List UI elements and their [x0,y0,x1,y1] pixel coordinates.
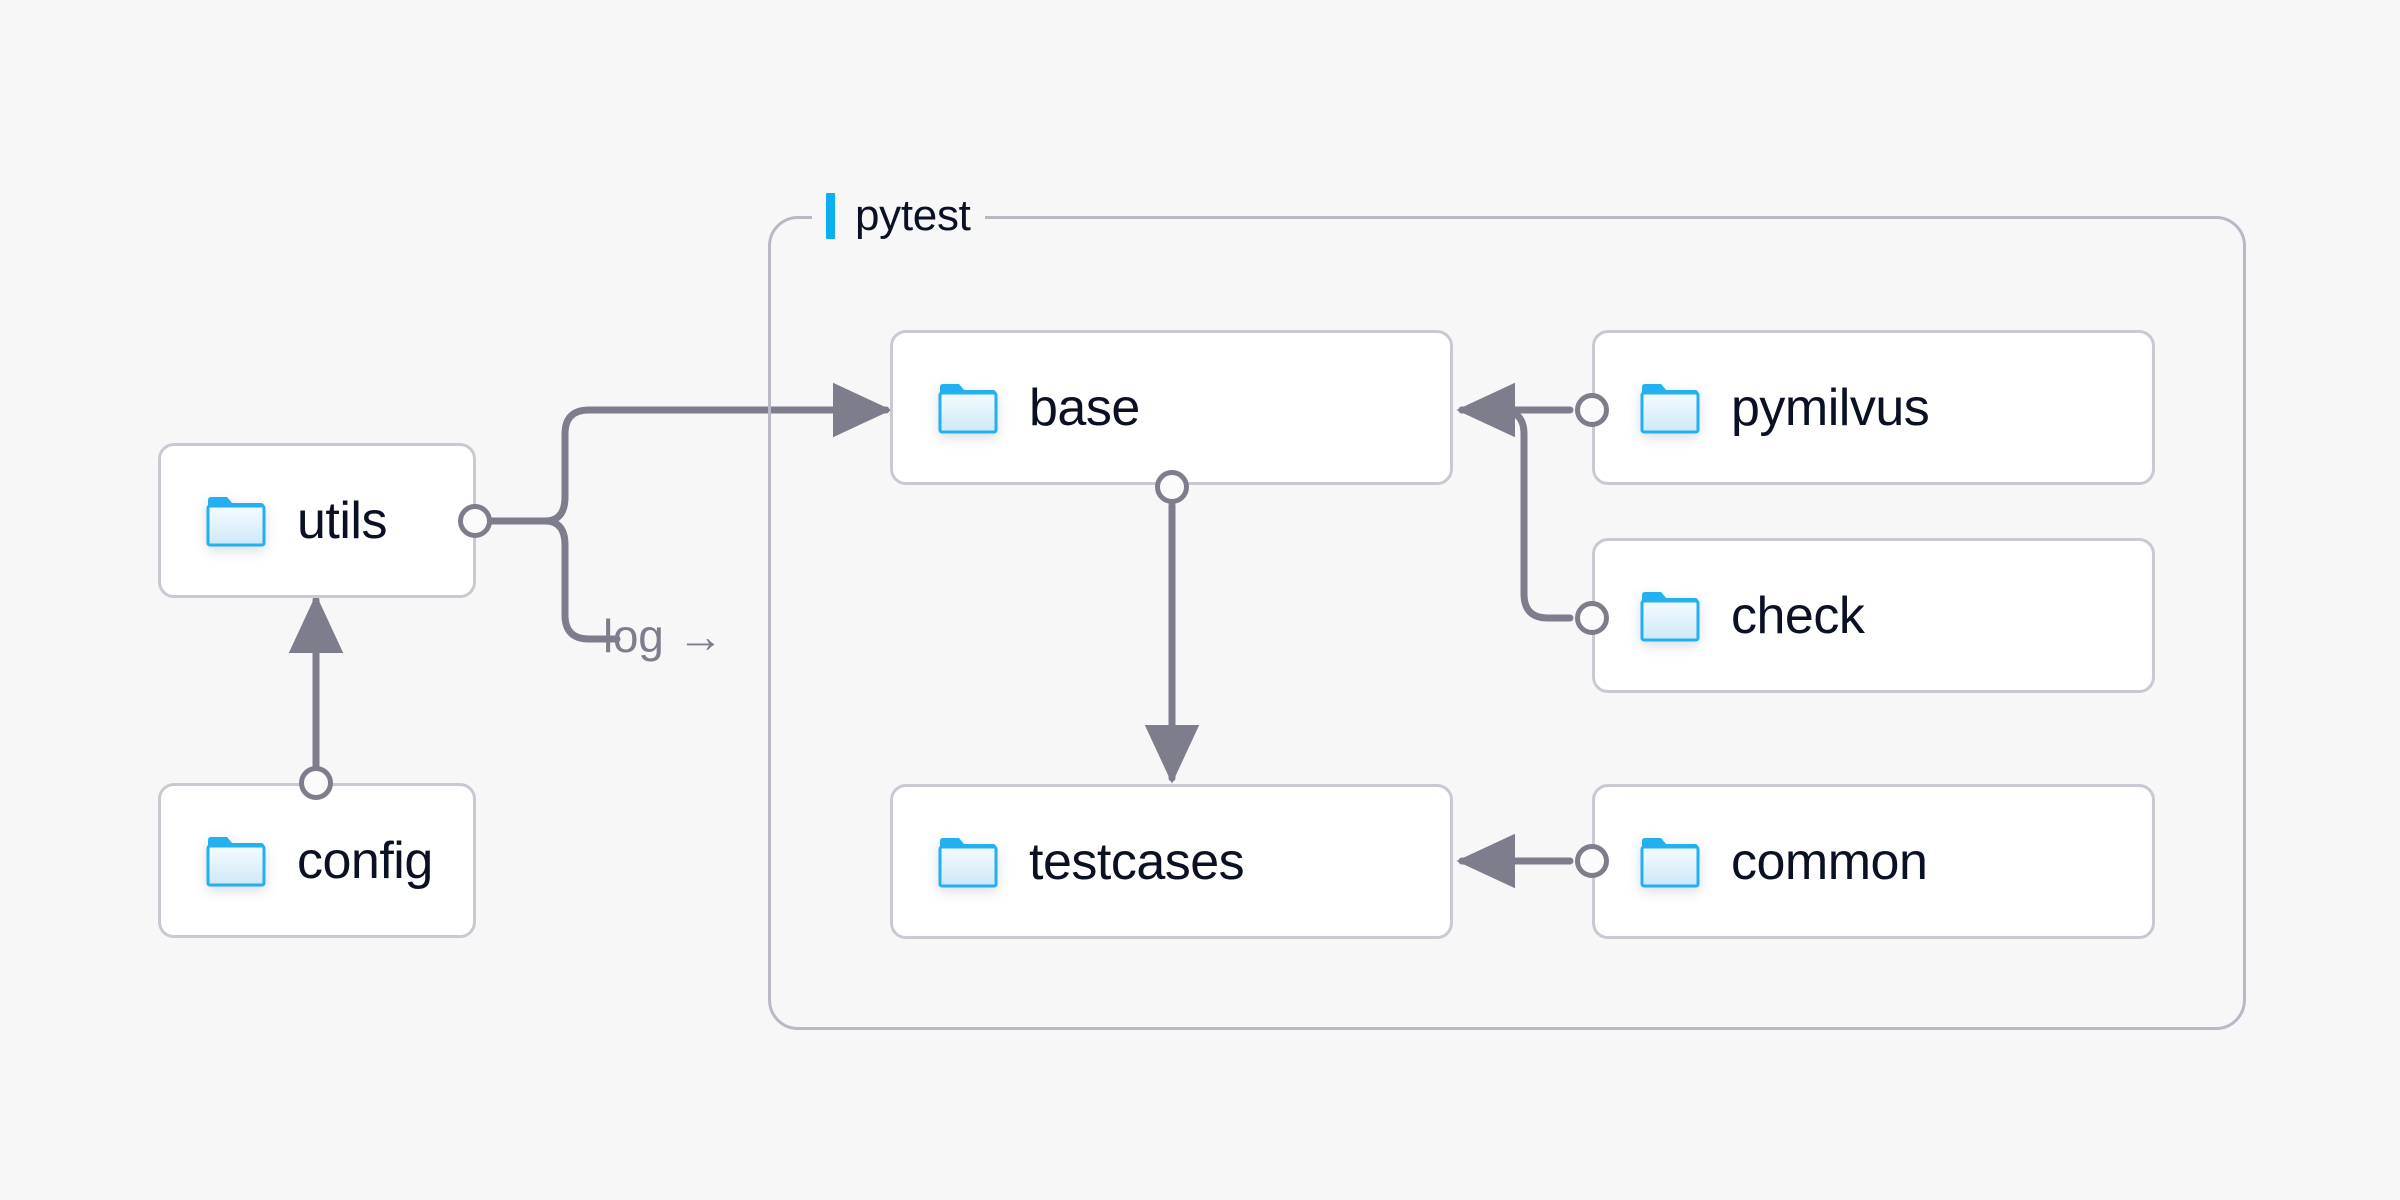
group-pytest [768,216,2246,1030]
node-check-label: check [1731,586,1865,645]
edge-label-log-text: log [603,610,664,662]
node-common[interactable]: common [1592,784,2155,939]
port-common-left[interactable] [1575,844,1609,878]
port-base-bottom[interactable] [1155,470,1189,504]
port-config-top[interactable] [299,766,333,800]
folder-icon [205,834,267,888]
node-pymilvus[interactable]: pymilvus [1592,330,2155,485]
node-testcases-label: testcases [1029,832,1245,891]
edge-label-log: log → [603,610,724,662]
node-common-label: common [1731,832,1928,891]
node-utils-label: utils [297,491,387,550]
folder-icon [205,494,267,548]
port-pymilvus-left[interactable] [1575,393,1609,427]
node-base-label: base [1029,378,1140,437]
node-base[interactable]: base [890,330,1453,485]
group-label-text: pytest [855,191,971,240]
port-utils-right[interactable] [458,504,492,538]
node-testcases[interactable]: testcases [890,784,1453,939]
node-config[interactable]: config [158,783,476,938]
node-check[interactable]: check [1592,538,2155,693]
group-accent-bar [826,193,835,239]
arrow-right-icon: → [677,610,724,662]
node-utils[interactable]: utils [158,443,476,598]
port-check-left[interactable] [1575,601,1609,635]
group-pytest-label: pytest [812,188,985,244]
folder-icon [1639,381,1701,435]
node-config-label: config [297,831,433,890]
folder-icon [937,381,999,435]
node-pymilvus-label: pymilvus [1731,378,1930,437]
folder-icon [937,835,999,889]
folder-icon [1639,589,1701,643]
folder-icon [1639,835,1701,889]
